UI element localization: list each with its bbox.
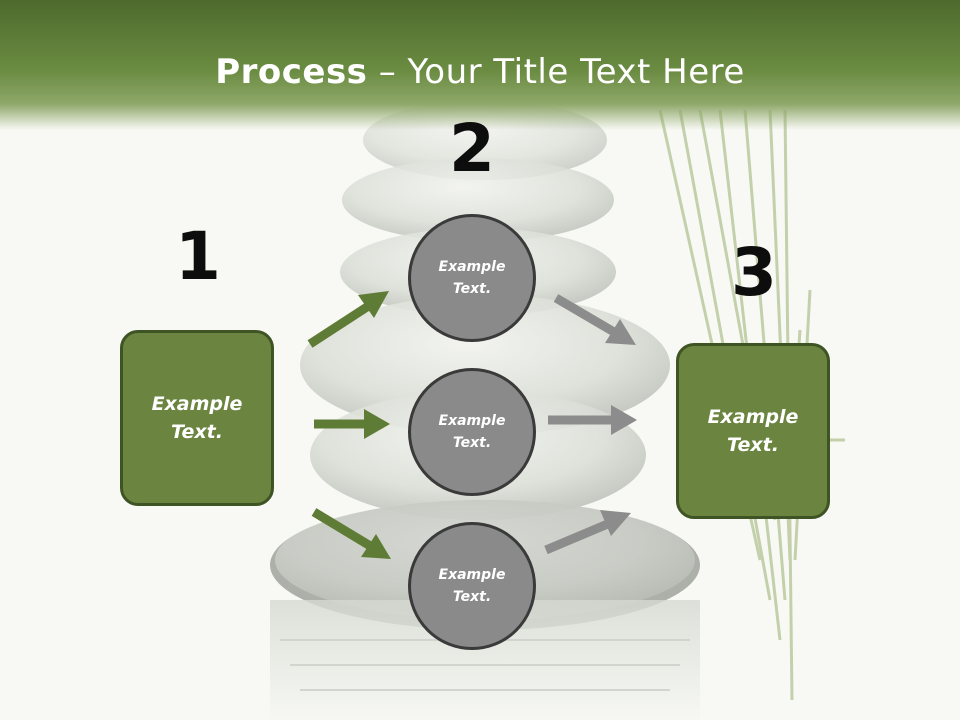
step-2-circle-bottom: Example Text.: [408, 522, 536, 650]
slide-title: Process – Your Title Text Here: [0, 52, 960, 92]
step-number-3: 3: [731, 234, 777, 311]
step-number-2: 2: [449, 110, 495, 187]
step-1-box: Example Text.: [120, 330, 274, 506]
title-rest: – Your Title Text Here: [367, 52, 745, 92]
green-arrow-up: [307, 291, 389, 348]
gray-arrow-right: [548, 405, 637, 435]
gray-arrow-down: [553, 294, 636, 345]
title-bold: Process: [215, 52, 368, 92]
step-2-circle-middle: Example Text.: [408, 368, 536, 496]
step-3-box: Example Text.: [676, 343, 830, 519]
green-arrow-right: [314, 409, 390, 439]
green-arrow-down: [311, 508, 391, 559]
step-number-1: 1: [175, 218, 221, 295]
title-bar: [0, 0, 960, 130]
step-2-circle-top: Example Text.: [408, 214, 536, 342]
gray-arrow-up: [544, 510, 631, 555]
